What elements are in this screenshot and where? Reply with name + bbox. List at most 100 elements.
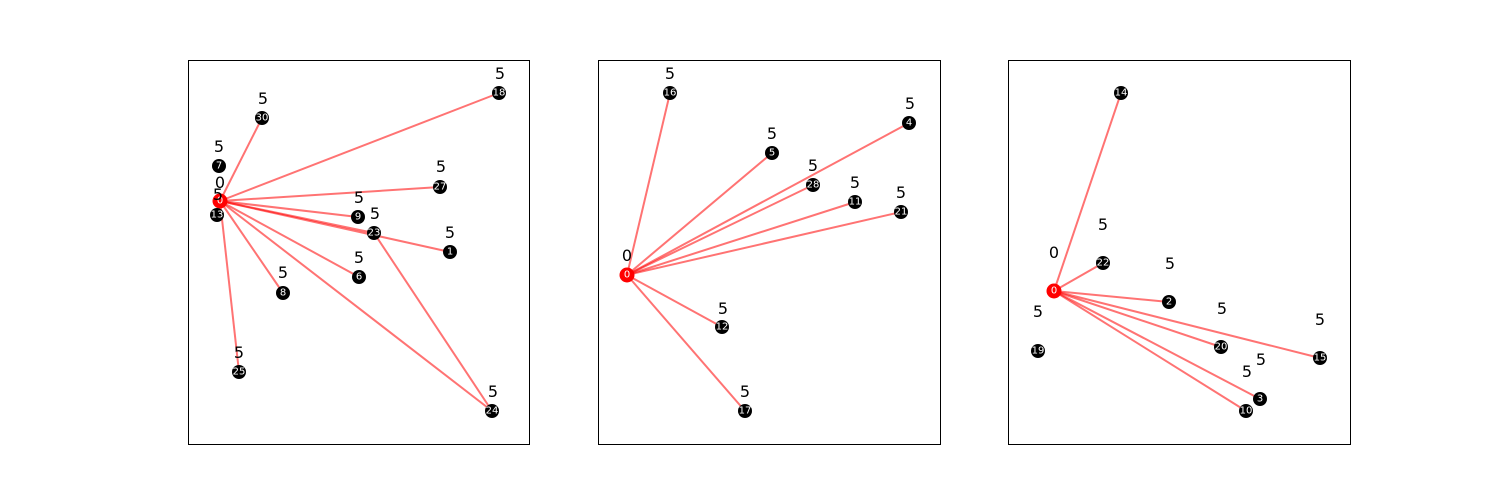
node-id-label: 12 [716, 322, 729, 333]
edge-0-25 [219, 200, 240, 373]
node-id-label: 5 [769, 148, 775, 159]
panel-frame [188, 60, 530, 445]
edge-layer [219, 92, 500, 412]
node-22: 225 [1096, 215, 1110, 270]
node-weight-label: 5 [808, 156, 818, 175]
node-marker [806, 178, 820, 192]
node-5: 55 [765, 124, 779, 160]
edge-0-10 [1053, 290, 1247, 412]
node-id-label: 3 [1257, 394, 1263, 405]
node-id-label: 19 [1032, 346, 1045, 357]
node-marker [1114, 86, 1128, 100]
node-weight-label: 5 [488, 382, 498, 401]
node-weight-label: 5 [436, 157, 446, 176]
node-marker [1162, 295, 1176, 309]
edge-0-16 [626, 92, 671, 276]
node-marker [1253, 392, 1267, 406]
node-28: 285 [806, 156, 820, 192]
node-marker [352, 270, 366, 284]
node-id-label: 27 [434, 182, 447, 193]
edge-0-18 [219, 92, 500, 202]
edge-0-4 [626, 122, 910, 276]
node-id-label: 4 [906, 118, 912, 129]
root-node-marker [1046, 283, 1062, 299]
node-weight-label: 5 [234, 343, 244, 362]
node-16: 165 [663, 64, 677, 100]
node-id-label: 11 [849, 197, 862, 208]
node-id-label: 0 [1051, 286, 1057, 297]
node-id-label: 23 [368, 228, 381, 239]
node-weight-label: 5 [1033, 302, 1043, 321]
node-id-label: 14 [1115, 88, 1128, 99]
edge-23-24 [373, 232, 493, 412]
node-marker [1214, 340, 1228, 354]
edge-layer [626, 92, 910, 412]
edge-0-12 [626, 274, 723, 328]
node-weight-label: 5 [740, 382, 750, 401]
node-14: 14 [1114, 86, 1128, 100]
node-marker [902, 116, 916, 130]
node-id-label: 25 [233, 367, 246, 378]
node-weight-label: 5 [278, 263, 288, 282]
node-marker [255, 111, 269, 125]
node-weight-label: 0 [215, 173, 225, 192]
node-id-label: 20 [1215, 342, 1228, 353]
edge-0-14 [1053, 92, 1122, 292]
node-marker [485, 404, 499, 418]
node-weight-label: 5 [445, 223, 455, 242]
node-weight-label: 5 [370, 204, 380, 223]
node-marker [894, 205, 908, 219]
node-marker [765, 146, 779, 160]
edge-0-5 [626, 152, 773, 276]
node-8: 85 [276, 263, 290, 300]
node-marker [443, 245, 457, 259]
node-weight-label: 5 [718, 299, 728, 318]
edge-0-24 [219, 200, 493, 412]
edge-0-20 [1053, 290, 1222, 348]
node-weight-label: 5 [905, 94, 915, 113]
node-id-label: 15 [1314, 353, 1327, 364]
node-4: 45 [902, 94, 916, 130]
node-marker [1031, 344, 1045, 358]
node-17: 175 [738, 382, 752, 418]
node-19: 19 5 [1031, 302, 1045, 358]
node-2: 25 [1162, 254, 1176, 309]
node-marker [276, 286, 290, 300]
edge-0-17 [626, 274, 746, 412]
node-id-label: 10 [1240, 406, 1253, 417]
node-weight-label: 5 [1098, 215, 1108, 234]
node-id-label: 24 [486, 406, 499, 417]
node-12: 125 [715, 299, 729, 334]
node-marker [367, 226, 381, 240]
node-13: 135 [210, 185, 224, 222]
edge-0-6 [219, 200, 360, 278]
node-weight-label: 5 [1315, 310, 1325, 329]
node-marker [351, 210, 365, 224]
node-marker [738, 404, 752, 418]
node-weight-label: 0 [622, 246, 632, 265]
node-marker [848, 195, 862, 209]
node-15: 15 5 [1313, 310, 1327, 365]
node-id-label: 7 [216, 161, 222, 172]
node-marker [492, 86, 506, 100]
node-27: 27 5 [433, 157, 447, 194]
edge-0-8 [219, 200, 284, 294]
node-id-label: 30 [256, 113, 269, 124]
node-weight-label: 5 [354, 248, 364, 267]
root-node-marker [619, 267, 635, 283]
node-weight-label: 5 [495, 64, 505, 83]
node-18: 185 [492, 64, 506, 100]
edge-0-1 [219, 200, 451, 253]
node-0: 00 [1046, 243, 1062, 299]
node-21: 215 [894, 183, 908, 219]
edge-layer [1053, 92, 1321, 412]
node-weight-label: 5 [1217, 299, 1227, 318]
node-marker [663, 86, 677, 100]
edge-0-27 [219, 186, 441, 202]
node-id-label: 18 [493, 88, 506, 99]
node-id-label: 21 [895, 207, 908, 218]
node-id-label: 28 [807, 180, 820, 191]
